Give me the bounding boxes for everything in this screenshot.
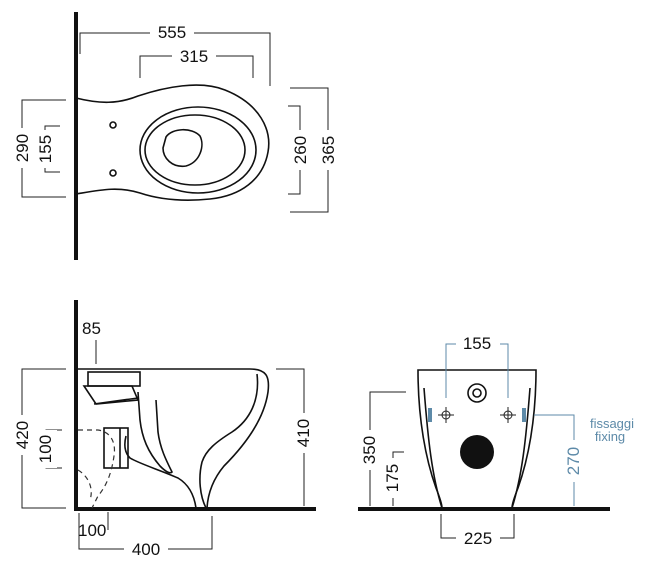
front-dim-225-label: 225: [464, 529, 492, 548]
front-dim-175-label: 175: [383, 464, 402, 492]
front-fixing-note-en: fixing: [595, 429, 625, 444]
top-fixing-hole-lower: [109, 169, 117, 177]
top-dim-555-label: 555: [158, 23, 186, 42]
front-inlet-hole: [472, 388, 482, 398]
front-view: 155 350 175 270 fissaggi fixing 225: [358, 333, 634, 548]
side-dim-85-label: 85: [82, 319, 101, 338]
top-view: 555 315 290 155 260 365: [11, 12, 339, 260]
front-body-inner-right: [511, 387, 531, 509]
side-rim-detail: [82, 385, 140, 405]
front-outlet-hole: [460, 435, 494, 469]
front-fixing-note-it: fissaggi: [590, 416, 634, 431]
side-rim-slope: [93, 397, 139, 405]
top-dim-315-label: 315: [180, 47, 208, 66]
side-dim-410-line: [276, 368, 305, 506]
top-dim-260-label: 260: [291, 136, 310, 164]
side-body-outline: [78, 368, 270, 509]
top-seat-inner: [144, 114, 246, 186]
front-body-inner-left: [423, 387, 443, 509]
front-dim-270-label: 270: [564, 447, 583, 475]
front-fixing-cross-left: [438, 407, 454, 423]
side-dim-100h-label: 100: [36, 435, 55, 463]
top-drain-outline: [162, 128, 203, 168]
front-dim-350-label: 350: [360, 436, 379, 464]
front-inlet-ring: [467, 383, 487, 403]
side-view: 85 420 100 410 100 400: [11, 300, 316, 559]
side-dim-420-label: 420: [13, 421, 32, 449]
side-outlet-pipe: [103, 427, 129, 469]
top-bowl-outline: [75, 84, 270, 201]
front-fixing-cross-right: [500, 407, 516, 423]
side-dim-400-label: 400: [132, 540, 160, 559]
front-fixing-right: [522, 408, 526, 422]
side-floor-pipe-dashed: [78, 429, 116, 509]
side-bowl-inner: [199, 373, 259, 509]
top-seat-ring: [139, 106, 257, 194]
side-dim-410-label: 410: [294, 419, 313, 447]
front-body-outline: [417, 369, 537, 509]
side-rim-block: [87, 371, 141, 387]
top-dim-155-label: 155: [36, 135, 55, 163]
front-fixing-left: [428, 408, 432, 422]
side-dim-100d-label: 100: [78, 521, 106, 540]
side-trap: [137, 391, 173, 474]
top-dim-365-label: 365: [319, 136, 338, 164]
top-fixing-hole-upper: [109, 121, 117, 129]
side-floor-pipe-dashed-2: [77, 469, 92, 501]
top-dim-290-label: 290: [13, 134, 32, 162]
front-dim-155-label: 155: [463, 334, 491, 353]
